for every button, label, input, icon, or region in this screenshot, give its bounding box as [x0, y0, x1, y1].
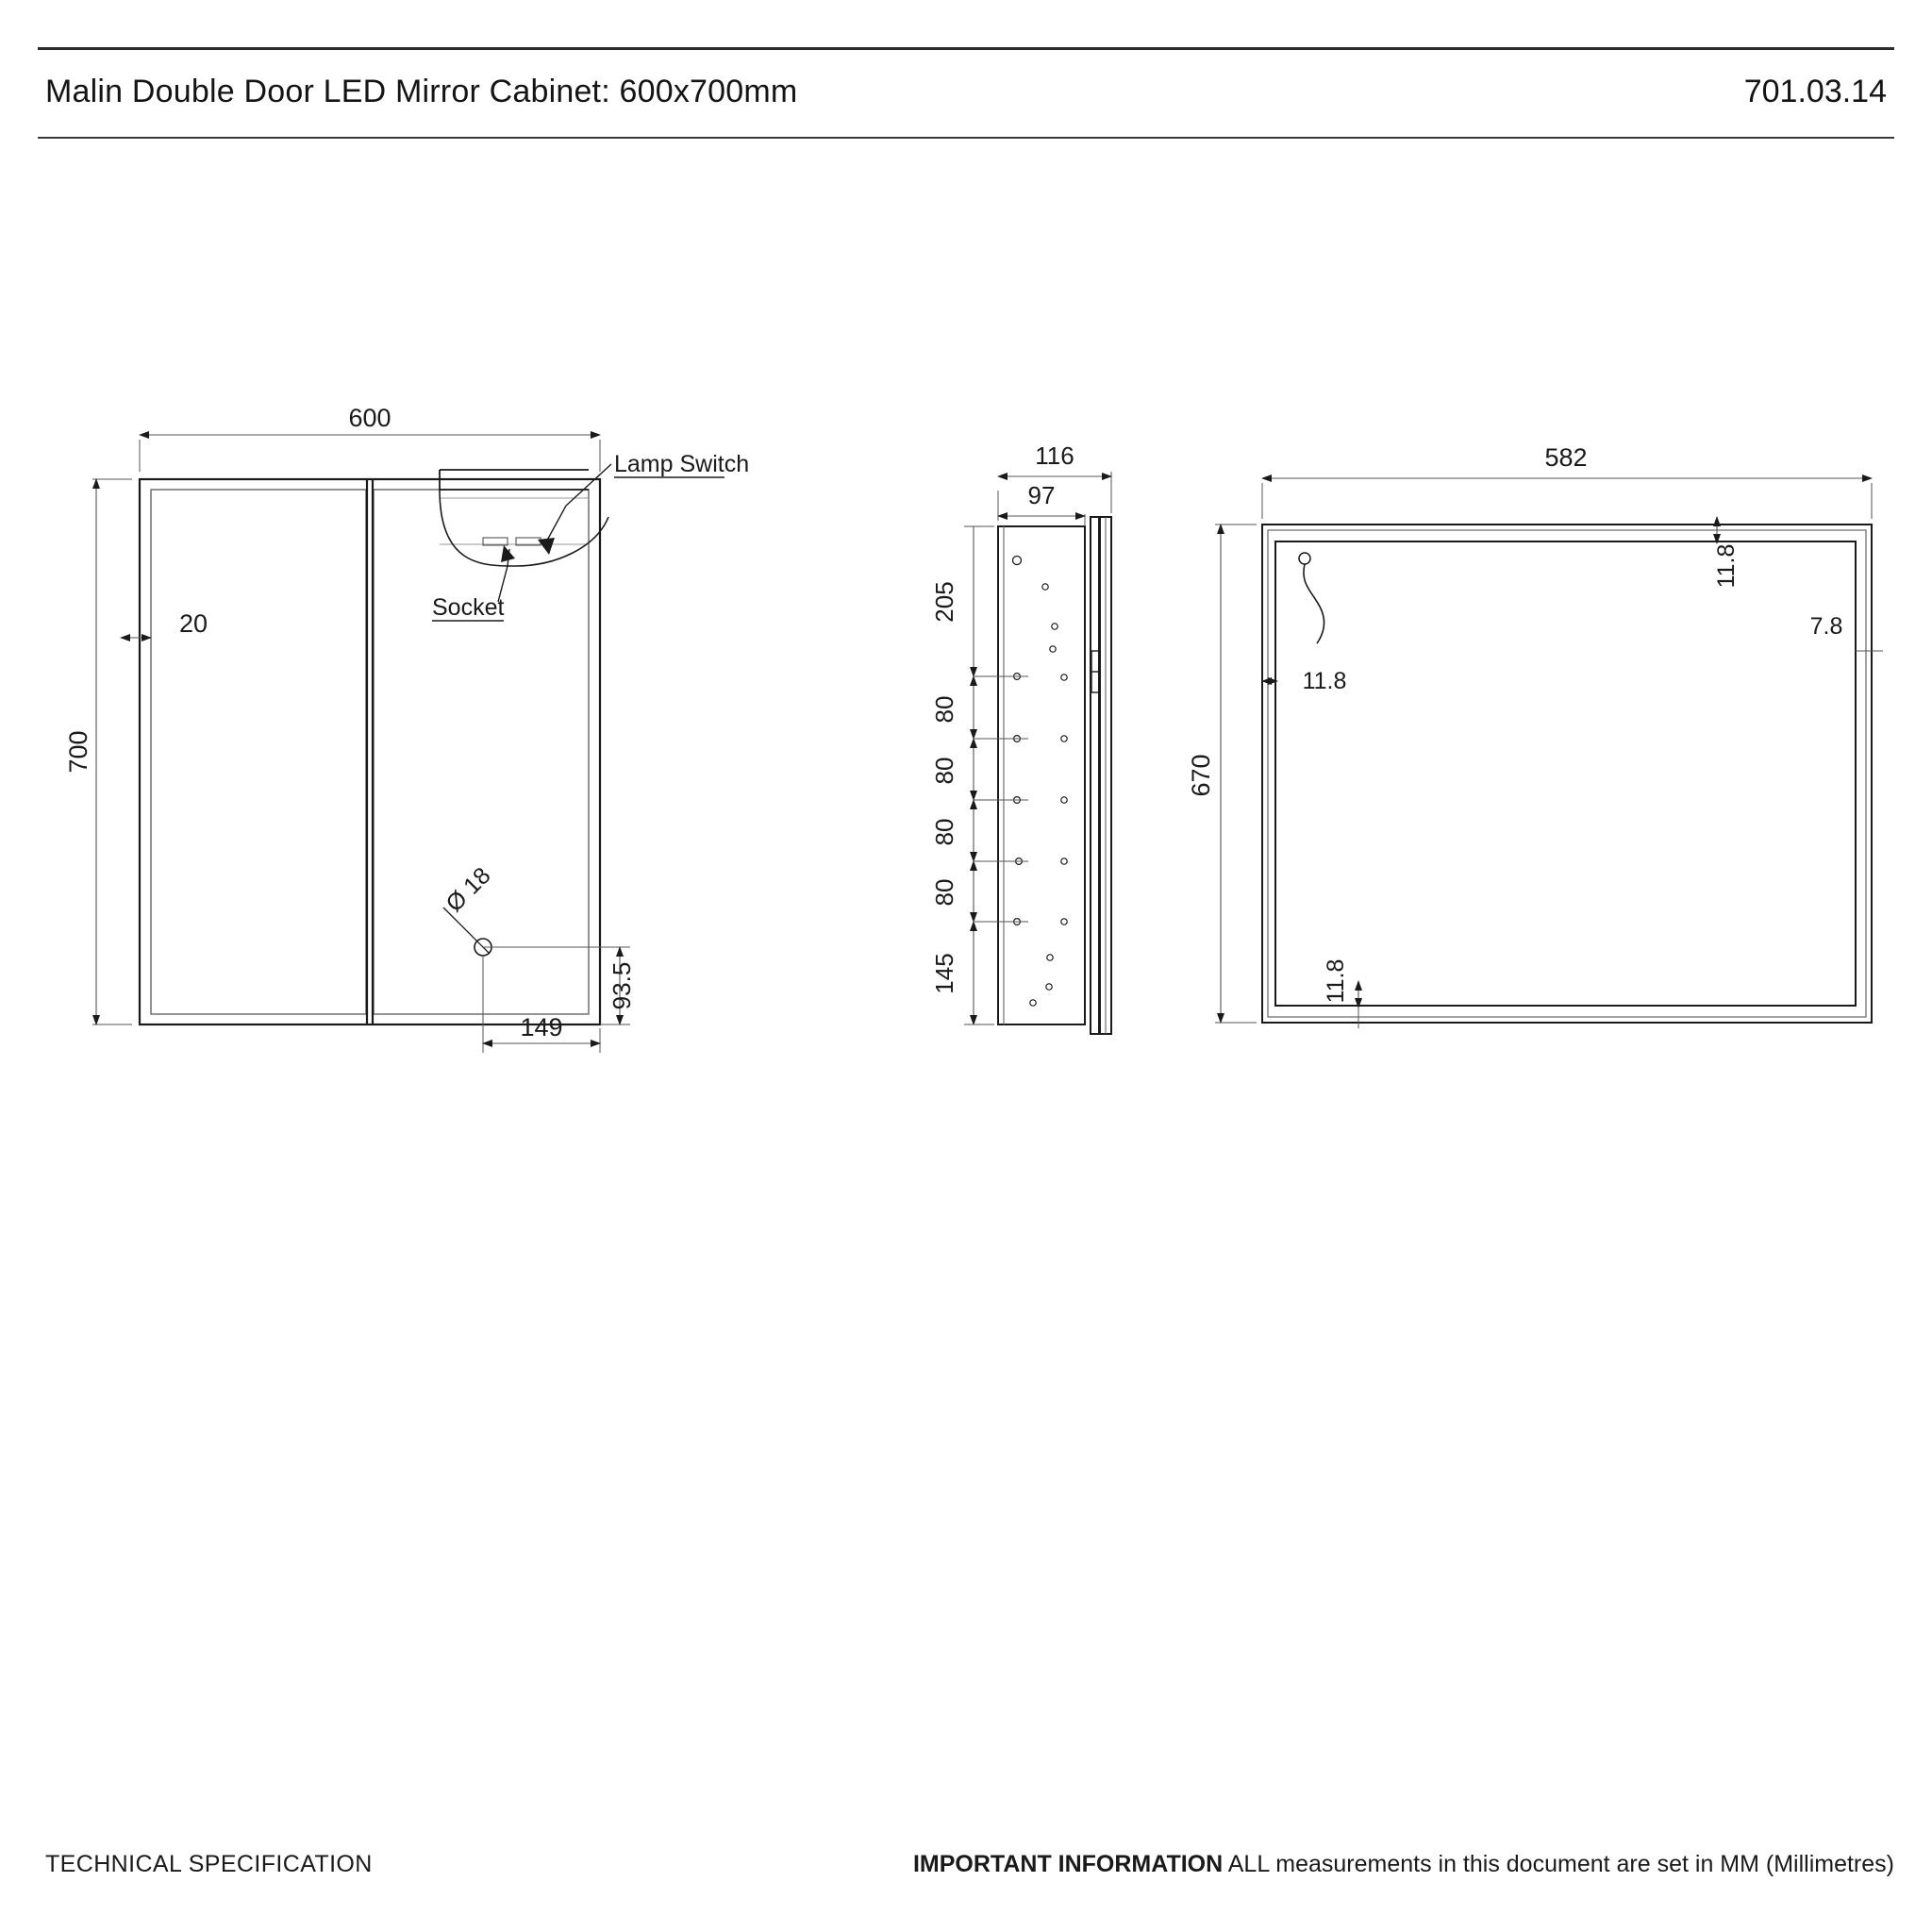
page-title: Malin Double Door LED Mirror Cabinet: 60…	[45, 74, 798, 109]
callout-socket-label: Socket	[432, 594, 504, 621]
dim-rear-width: 582	[1544, 443, 1587, 472]
dim-front-height: 700	[64, 730, 92, 773]
dim-side-pitch-1: 80	[930, 696, 958, 724]
dim-side-top-gap: 205	[930, 581, 958, 622]
dim-hole-from-bottom: 93.5	[608, 962, 636, 1010]
dim-side-bottom-gap: 145	[930, 953, 958, 993]
dim-side-depth-body: 97	[1028, 481, 1056, 509]
rear-elevation-view: 582 670 11.8 11.8 7.8 11.8	[1187, 443, 1883, 1028]
footer-measurement-note: ALL measurements in this document are se…	[1223, 1851, 1894, 1877]
dim-rear-bottom-inset: 11.8	[1323, 959, 1349, 1004]
footer-technical-specification: TECHNICAL SPECIFICATION	[45, 1851, 373, 1877]
footer-important-information: IMPORTANT INFORMATION ALL measurements i…	[913, 1851, 1894, 1878]
dim-hole-from-right: 149	[520, 1013, 562, 1041]
dim-rear-left-inset: 11.8	[1303, 668, 1347, 694]
dim-front-width: 600	[348, 404, 391, 432]
header-rule-bottom	[38, 137, 1894, 139]
dim-side-pitch-4: 80	[930, 879, 958, 907]
footer-important-label: IMPORTANT INFORMATION	[912, 1851, 1224, 1877]
dim-side-pitch-3: 80	[930, 819, 958, 846]
side-section-view: 116 97 205 80 80 80 80 145	[930, 441, 1112, 1035]
dim-rear-top-inset: 11.8	[1713, 544, 1740, 589]
dim-side-pitch-2: 80	[930, 758, 958, 785]
dim-side-depth-total: 116	[1035, 441, 1074, 470]
dim-frame-inset: 20	[179, 609, 208, 638]
dim-rear-right-edge: 7.8	[1810, 613, 1843, 640]
front-elevation-view: Lamp Switch Socket 600 700 20 Ø 18	[64, 404, 749, 1053]
dim-hole-diameter: Ø 18	[441, 862, 495, 917]
header-rule-top	[38, 47, 1894, 50]
dim-rear-height: 670	[1187, 754, 1215, 796]
callout-lamp-switch-label: Lamp Switch	[614, 451, 749, 477]
part-number: 701.03.14	[1743, 74, 1887, 109]
